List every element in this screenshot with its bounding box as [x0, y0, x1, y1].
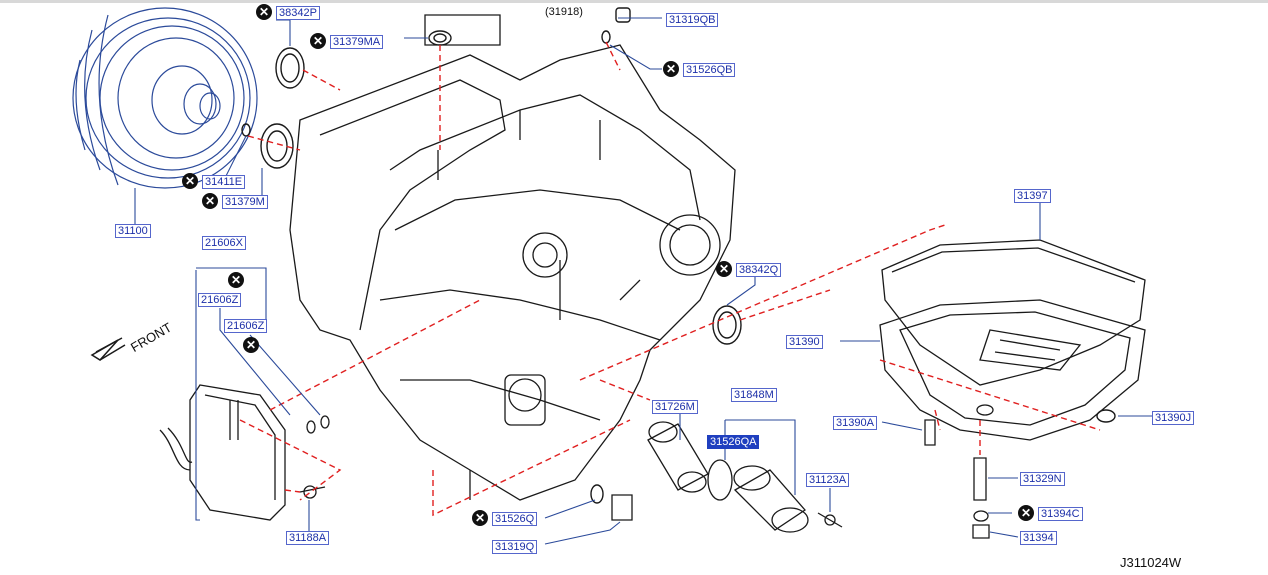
- part-label-31329n[interactable]: 31329N: [1020, 472, 1065, 486]
- part-label-31188a[interactable]: 31188A: [286, 531, 330, 545]
- x-circle-icon: ✕: [202, 193, 218, 209]
- part-label-21606z-upper[interactable]: 21606Z: [198, 293, 242, 307]
- part-label-31848m[interactable]: 31848M: [731, 388, 777, 402]
- part-label-31123a[interactable]: 31123A: [806, 473, 850, 487]
- window-top-border: [0, 0, 1268, 3]
- x-circle-icon: ✕: [256, 4, 272, 20]
- part-label-31319q[interactable]: 31319Q: [492, 540, 538, 554]
- part-label-31390j[interactable]: 31390J: [1152, 411, 1195, 425]
- part-label-31394c[interactable]: 31394C: [1038, 507, 1083, 521]
- part-label-31379ma[interactable]: 31379MA: [330, 35, 384, 49]
- oil-cooler-drawing: [159, 384, 330, 521]
- figure-id: J311024W: [1120, 555, 1182, 570]
- seal-drawings: [241, 7, 1116, 504]
- part-label-38342q[interactable]: 38342Q: [736, 263, 782, 277]
- part-label-31526qa[interactable]: 31526QA: [707, 435, 760, 449]
- part-label-31390a[interactable]: 31390A: [833, 416, 877, 430]
- part-label-31100[interactable]: 31100: [115, 224, 151, 238]
- part-label-21606z-lower[interactable]: 21606Z: [224, 319, 268, 333]
- x-circle-icon: ✕: [716, 261, 732, 277]
- assembly-dashed-lines: [239, 41, 1101, 517]
- transmission-case-drawing: [289, 14, 736, 501]
- front-arrow-icon: [90, 337, 126, 361]
- oil-pan-drawing: [879, 239, 1146, 539]
- x-circle-icon: ✕: [182, 173, 198, 189]
- part-label-31397[interactable]: 31397: [1014, 189, 1051, 203]
- part-label-21606x[interactable]: 21606X: [202, 236, 246, 250]
- part-label-31726m[interactable]: 31726M: [652, 400, 698, 414]
- part-label-31390[interactable]: 31390: [786, 335, 823, 349]
- part-label-31394[interactable]: 31394: [1020, 531, 1057, 545]
- leader-lines: [134, 17, 1152, 545]
- part-label-31379m[interactable]: 31379M: [222, 195, 268, 209]
- oil-filter-drawing: [611, 421, 843, 533]
- x-circle-icon: ✕: [243, 337, 259, 353]
- part-label-38342p[interactable]: 38342P: [276, 6, 320, 20]
- part-label-31319qb[interactable]: 31319QB: [666, 13, 719, 27]
- x-circle-icon: ✕: [228, 272, 244, 288]
- x-circle-icon: ✕: [663, 61, 679, 77]
- x-circle-icon: ✕: [472, 510, 488, 526]
- part-label-31411e[interactable]: 31411E: [202, 175, 246, 189]
- part-label-31526qb[interactable]: 31526QB: [683, 63, 736, 77]
- part-label-31526q[interactable]: 31526Q: [492, 512, 538, 526]
- x-circle-icon: ✕: [310, 33, 326, 49]
- x-circle-icon: ✕: [1018, 505, 1034, 521]
- torque-converter-drawing: [72, 7, 258, 189]
- note-reference: (31918): [545, 6, 583, 18]
